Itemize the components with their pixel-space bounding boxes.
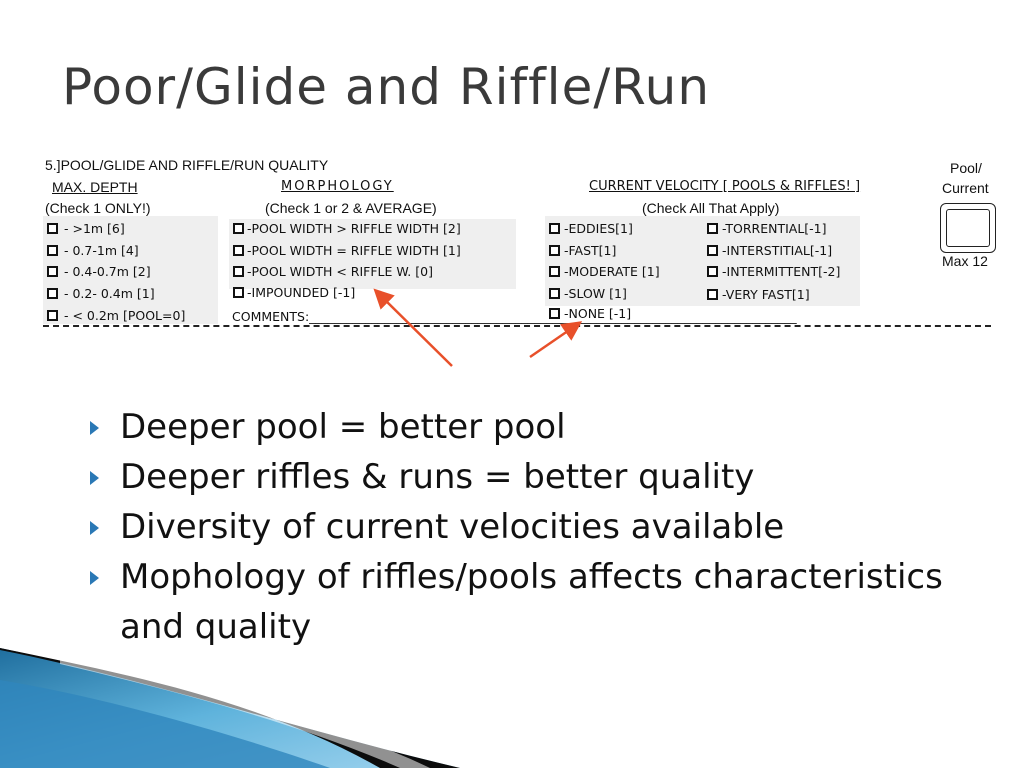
velocity-instruction: (Check All That Apply) — [642, 200, 780, 216]
bullet-item: Deeper pool = better pool — [90, 402, 950, 452]
velocity-option[interactable]: -TORRENTIAL[-1] — [707, 221, 827, 236]
depth-header: MAX. DEPTH — [52, 179, 138, 195]
checkbox-icon[interactable] — [707, 245, 718, 256]
velocity-option[interactable]: -MODERATE [1] — [549, 264, 660, 279]
checkbox-icon[interactable] — [233, 223, 244, 234]
morphology-option[interactable]: -POOL WIDTH < RIFFLE W. [0] — [233, 264, 433, 279]
checkbox-icon[interactable] — [549, 308, 560, 319]
depth-option[interactable]: - 0.7-1m [4] — [47, 243, 139, 258]
checkbox-icon[interactable] — [707, 289, 718, 300]
checkbox-icon[interactable] — [47, 266, 58, 277]
bullet-arrow-icon — [90, 471, 99, 485]
habitat-form-excerpt: 5.]POOL/GLIDE AND RIFFLE/RUN QUALITY MAX… — [0, 0, 1024, 340]
velocity-option[interactable]: -INTERMITTENT[-2] — [707, 264, 840, 279]
bullet-item: Mophology of riffles/pools affects chara… — [90, 552, 950, 652]
score-label-line1: Pool/ — [950, 160, 982, 176]
morphology-header: MORPHOLOGY — [281, 179, 394, 194]
bullet-item: Diversity of current velocities availabl… — [90, 502, 950, 552]
checkbox-icon[interactable] — [233, 245, 244, 256]
bullet-arrow-icon — [90, 421, 99, 435]
velocity-option[interactable]: -SLOW [1] — [549, 286, 627, 301]
depth-option[interactable]: - 0.4-0.7m [2] — [47, 264, 151, 279]
velocity-option[interactable]: -EDDIES[1] — [549, 221, 633, 236]
bullet-list: Deeper pool = better pool Deeper riffles… — [90, 402, 950, 652]
checkbox-icon[interactable] — [47, 310, 58, 321]
velocity-option[interactable]: -VERY FAST[1] — [707, 287, 810, 302]
checkbox-icon[interactable] — [47, 245, 58, 256]
checkbox-icon[interactable] — [233, 287, 244, 298]
checkbox-icon[interactable] — [707, 223, 718, 234]
velocity-header: CURRENT VELOCITY [ POOLS & RIFFLES! ] — [589, 179, 861, 194]
morphology-instruction: (Check 1 or 2 & AVERAGE) — [265, 200, 437, 216]
checkbox-icon[interactable] — [549, 288, 560, 299]
velocity-panel — [545, 216, 860, 306]
bullet-arrow-icon — [90, 521, 99, 535]
score-label-line2: Current — [942, 180, 989, 196]
checkbox-icon[interactable] — [707, 266, 718, 277]
morphology-option[interactable]: -POOL WIDTH = RIFFLE WIDTH [1] — [233, 243, 461, 258]
morphology-option[interactable]: -POOL WIDTH > RIFFLE WIDTH [2] — [233, 221, 461, 236]
velocity-option[interactable]: -FAST[1] — [549, 243, 616, 258]
depth-panel — [43, 216, 218, 324]
morphology-option[interactable]: -IMPOUNDED [-1] — [233, 285, 355, 300]
checkbox-icon[interactable] — [549, 266, 560, 277]
score-box-inner[interactable] — [946, 209, 990, 247]
velocity-option[interactable]: -NONE [-1] — [549, 306, 631, 321]
checkbox-icon[interactable] — [549, 245, 560, 256]
depth-instruction: (Check 1 ONLY!) — [45, 200, 151, 216]
checkbox-icon[interactable] — [47, 223, 58, 234]
bullet-item: Deeper riffles & runs = better quality — [90, 452, 950, 502]
bullet-arrow-icon — [90, 571, 99, 585]
checkbox-icon[interactable] — [233, 266, 244, 277]
depth-option[interactable]: - < 0.2m [POOL=0] — [47, 308, 185, 323]
score-box[interactable] — [940, 203, 996, 253]
velocity-option[interactable]: -INTERSTITIAL[-1] — [707, 243, 832, 258]
checkbox-icon[interactable] — [549, 223, 560, 234]
depth-option[interactable]: - >1m [6] — [47, 221, 125, 236]
section-title: 5.]POOL/GLIDE AND RIFFLE/RUN QUALITY — [45, 157, 329, 173]
score-max: Max 12 — [942, 253, 988, 269]
dashed-divider — [43, 325, 991, 327]
checkbox-icon[interactable] — [47, 288, 58, 299]
comments-line: COMMENTS:_______________________________… — [232, 309, 797, 324]
decorative-swoosh — [0, 648, 460, 768]
slide-title: Poor/Glide and Riffle/Run — [62, 58, 711, 116]
morphology-panel — [229, 219, 516, 289]
depth-option[interactable]: - 0.2- 0.4m [1] — [47, 286, 155, 301]
